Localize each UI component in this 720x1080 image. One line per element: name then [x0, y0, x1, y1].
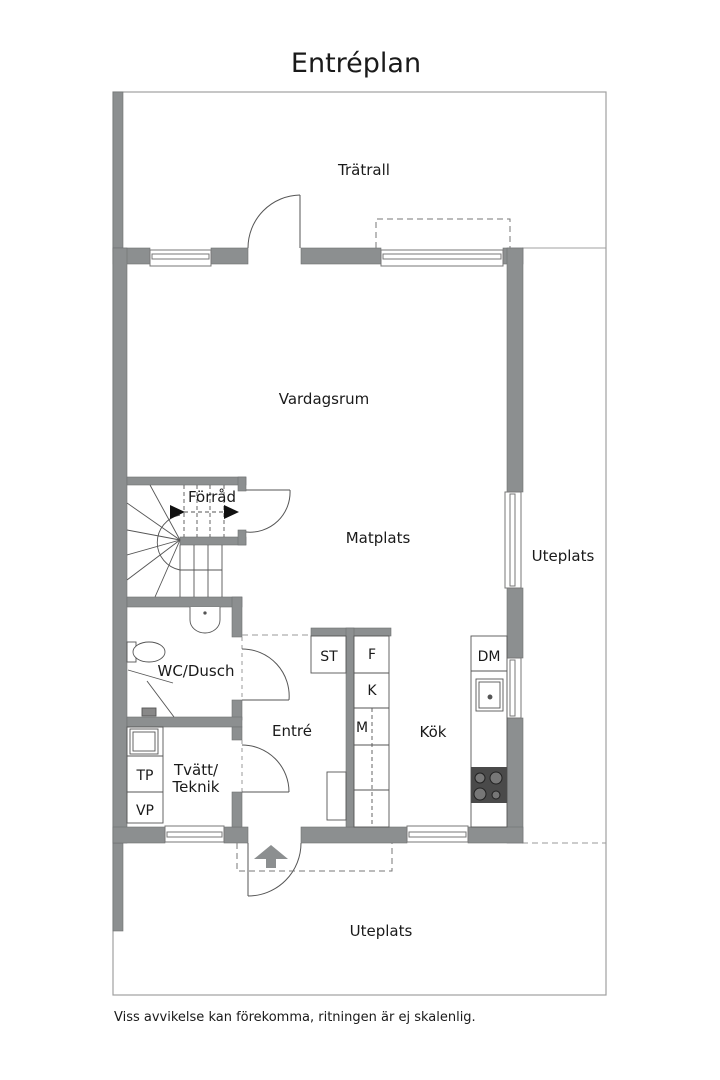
wall-forrad-jamb-bottom	[237, 529, 247, 546]
room-label-kok: Kök	[420, 723, 447, 741]
wall-right-1	[506, 247, 524, 493]
fixture-label-st: ST	[320, 649, 338, 665]
room-label-tvatt-line1: Tvätt/	[173, 761, 219, 779]
wc-fixtures	[126, 607, 221, 718]
wall-island-center	[345, 627, 355, 828]
wall-wc-bottom	[126, 716, 243, 728]
wall-right-2	[506, 587, 524, 659]
wall-left-upper-fence	[112, 91, 124, 253]
room-label-entre: Entré	[272, 722, 312, 740]
stair-arrow-icon	[170, 505, 185, 519]
room-label-wc-dusch: WC/Dusch	[158, 662, 235, 680]
fixture-label-k: K	[367, 683, 377, 699]
wc-door-swing	[241, 648, 290, 701]
room-label-vardagsrum: Vardagsrum	[279, 390, 370, 408]
laundry-fixtures	[126, 726, 164, 824]
staircase	[126, 484, 238, 598]
plan-title: Entréplan	[290, 48, 422, 79]
terrace-door-swing	[247, 194, 301, 249]
fixture-label-f: F	[368, 647, 376, 663]
window-right-upper-sash	[509, 493, 516, 587]
window-top-left-sash	[151, 253, 210, 260]
wall-right-3	[506, 717, 524, 844]
faucet-icon	[487, 694, 493, 700]
shower-screen	[127, 669, 174, 684]
disclaimer-text: Viss avvikelse kan förekomma, ritningen …	[114, 1010, 476, 1025]
fixture-label-dm: DM	[478, 649, 501, 665]
entrance-door-swing	[247, 842, 302, 897]
room-label-tvatt-line2: Teknik	[172, 778, 220, 796]
stair-arrow-icon	[224, 505, 239, 519]
wall-bottom-3	[300, 826, 408, 844]
wall-top-2	[210, 247, 249, 265]
wall-bottom-1	[112, 826, 166, 844]
wall-tvatt-right-upper	[231, 726, 243, 741]
stove-burners	[473, 771, 503, 801]
window-bottom-right-sash	[408, 831, 467, 838]
wall-left-lower-fence	[112, 842, 124, 932]
shower-mixer-icon	[141, 707, 157, 717]
window-right-lower-sash	[509, 659, 516, 717]
washbasin-icon	[189, 607, 221, 634]
toilet-bowl-icon	[132, 641, 166, 663]
room-label-uteplats-right: Uteplats	[532, 547, 595, 565]
wall-forrad-top	[126, 476, 247, 486]
wall-tvatt-right-lower	[231, 791, 243, 828]
fixture-label-m: M	[356, 720, 368, 736]
forrad-door-swing	[245, 489, 291, 533]
window-bottom-left-sash	[166, 831, 223, 838]
entrance-arrow-icon	[254, 845, 288, 868]
walls	[112, 91, 524, 932]
room-label-forrad: Förråd	[188, 488, 236, 506]
room-label-matplats: Matplats	[346, 529, 411, 547]
hallway-bench	[326, 771, 347, 821]
wall-top-3	[300, 247, 382, 265]
wall-left	[112, 247, 128, 844]
wall-forrad-jamb-top	[237, 476, 247, 492]
shower-screen	[146, 680, 175, 718]
room-label-tratrall: Trätrall	[337, 161, 390, 179]
window-top-right-sash	[382, 253, 502, 260]
wall-wc-top	[126, 596, 243, 608]
entrance-canopy-dashed	[236, 843, 393, 872]
wall-wc-right-upper	[231, 596, 243, 638]
awning-dashed	[375, 218, 511, 248]
fixture-label-vp: VP	[136, 803, 154, 819]
fixture-label-tp: TP	[136, 768, 154, 784]
room-label-uteplats-bottom: Uteplats	[350, 922, 413, 940]
stair-walkline	[156, 514, 222, 571]
windows	[149, 249, 522, 843]
doors	[236, 194, 511, 897]
wall-forrad-bottom	[179, 536, 247, 546]
wall-bottom-2	[223, 826, 249, 844]
tvatt-door-swing	[241, 744, 290, 793]
wall-bottom-4	[467, 826, 524, 844]
